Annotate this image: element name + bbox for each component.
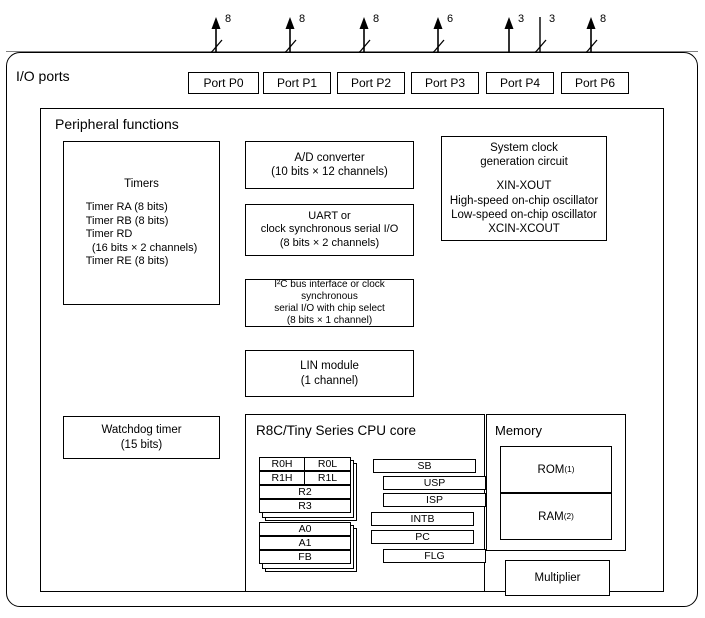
- uart-subtitle: clock synchronous serial I/O: [260, 223, 399, 236]
- timer-item-re: Timer RE (8 bits): [85, 255, 169, 268]
- i2c-bus-interface-block[interactable]: I²C bus interface or clock synchronous s…: [245, 279, 414, 327]
- chip-boundary-bus-line: [6, 51, 698, 52]
- timer-item-rd-detail: (16 bits × 2 channels): [85, 241, 198, 254]
- register-r1l: R1L: [317, 471, 338, 484]
- watchdog-title: Watchdog timer: [101, 424, 182, 437]
- port-signal-width-p1: 8: [299, 13, 306, 25]
- register-pc[interactable]: PC: [371, 530, 474, 544]
- lin-title: LIN module: [300, 360, 359, 373]
- io-ports-label: I/O ports: [16, 68, 70, 84]
- register-row-fb[interactable]: FB: [259, 550, 351, 564]
- uart-title: UART or: [308, 209, 351, 222]
- clock-xin-xout: XIN-XOUT: [496, 180, 552, 193]
- uart-spec: (8 bits × 2 channels): [279, 236, 380, 249]
- multiplier-block[interactable]: Multiplier: [505, 560, 610, 596]
- watchdog-timer-block[interactable]: Watchdog timer (15 bits): [63, 416, 220, 459]
- ram-block[interactable]: RAM(2): [500, 493, 612, 540]
- register-row-r2[interactable]: R2: [259, 485, 351, 499]
- timers-list: Timer RA (8 bits) Timer RB (8 bits) Time…: [86, 201, 198, 268]
- ram-label: RAM: [538, 510, 564, 523]
- timer-item-rd: Timer RD: [85, 228, 133, 241]
- adc-spec: (10 bits × 12 channels): [271, 166, 388, 178]
- cpu-core-label: R8C/Tiny Series CPU core: [256, 423, 417, 438]
- port-box-p0[interactable]: Port P0: [188, 72, 259, 94]
- timer-item-rb: Timer RB (8 bits): [85, 214, 169, 227]
- rom-block[interactable]: ROM(1): [500, 446, 612, 493]
- ram-note: (2): [563, 512, 574, 521]
- clock-high-speed-osc: High-speed on-chip oscillator: [449, 194, 599, 207]
- clock-low-speed-osc: Low-speed on-chip oscillator: [451, 208, 597, 221]
- timers-block[interactable]: Timers Timer RA (8 bits) Timer RB (8 bit…: [63, 141, 220, 305]
- register-isp[interactable]: ISP: [383, 493, 486, 507]
- rom-note: (1): [564, 465, 575, 474]
- register-intb[interactable]: INTB: [371, 512, 474, 526]
- rom-label: ROM: [537, 463, 565, 476]
- register-row-r1[interactable]: R1H R1L: [259, 471, 351, 485]
- lin-module-block[interactable]: LIN module (1 channel): [245, 350, 414, 397]
- register-row-r0[interactable]: R0H R0L: [259, 457, 351, 471]
- clock-title-line2: generation circuit: [480, 156, 568, 169]
- register-usp[interactable]: USP: [383, 476, 486, 490]
- lin-spec: (1 channel): [300, 374, 359, 387]
- port-box-p3[interactable]: Port P3: [411, 72, 479, 94]
- port-box-p1[interactable]: Port P1: [263, 72, 331, 94]
- port-signal-width-p4-b: 3: [549, 13, 556, 25]
- watchdog-spec: (15 bits): [120, 438, 163, 451]
- port-signal-width-p6: 8: [600, 13, 607, 25]
- timers-title: Timers: [124, 178, 159, 191]
- clock-title-line1: System clock: [490, 142, 558, 155]
- port-signal-width-p0: 8: [225, 13, 232, 25]
- system-clock-block[interactable]: System clock generation circuit XIN-XOUT…: [441, 136, 607, 241]
- register-sb[interactable]: SB: [373, 459, 476, 473]
- register-r1h: R1H: [260, 472, 305, 484]
- register-r0h: R0H: [260, 458, 305, 470]
- register-row-a1[interactable]: A1: [259, 536, 351, 550]
- port-box-p4[interactable]: Port P4: [486, 72, 554, 94]
- register-row-r3[interactable]: R3: [259, 499, 351, 513]
- clock-xcin-xcout: XCIN-XCOUT: [488, 222, 560, 235]
- peripheral-functions-label: Peripheral functions: [55, 116, 179, 132]
- register-r0l: R0L: [317, 457, 338, 470]
- i2c-spec: (8 bits × 1 channel): [286, 315, 373, 327]
- adc-converter-block[interactable]: A/D converter (10 bits × 12 channels): [245, 141, 414, 189]
- i2c-subtitle: serial I/O with chip select: [274, 303, 385, 314]
- port-box-p6[interactable]: Port P6: [561, 72, 629, 94]
- register-flg[interactable]: FLG: [383, 549, 486, 563]
- adc-title: A/D converter: [294, 151, 365, 164]
- port-signal-width-p2: 8: [373, 13, 380, 25]
- uart-serial-block[interactable]: UART or clock synchronous serial I/O (8 …: [245, 204, 414, 256]
- port-signal-width-p3: 6: [447, 13, 454, 25]
- memory-label: Memory: [495, 423, 542, 438]
- port-signal-width-p4-a: 3: [518, 13, 525, 25]
- i2c-title: I²C bus interface or clock synchronous: [274, 278, 385, 302]
- register-row-a0[interactable]: A0: [259, 522, 351, 536]
- port-box-p2[interactable]: Port P2: [337, 72, 405, 94]
- timer-item-ra: Timer RA (8 bits): [85, 201, 168, 214]
